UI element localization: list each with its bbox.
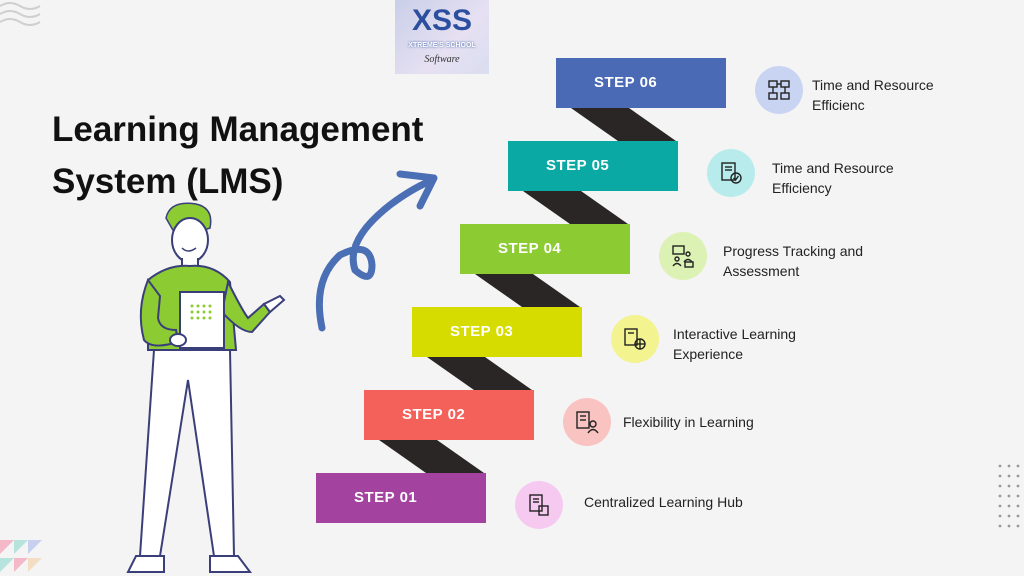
dot — [1007, 464, 1011, 468]
step-01-description: Centralized Learning Hub — [584, 494, 743, 510]
dot — [998, 494, 1002, 498]
step-04-description: Progress Tracking and Assessment — [723, 243, 864, 279]
logo: XSS XTREME'S SCHOOL Software — [395, 0, 489, 74]
dot — [998, 464, 1002, 468]
step-05-description: Time and Resource Efficiency — [772, 160, 894, 196]
dot — [1016, 504, 1020, 508]
step-01-bar: STEP 01 — [316, 473, 486, 523]
stair-connector — [571, 108, 676, 141]
dot — [1016, 464, 1020, 468]
logo-mark: XSS — [411, 4, 473, 37]
presentation-users-icon — [659, 232, 707, 280]
step-06-description: Time and Resource Efficienc — [812, 77, 934, 113]
step-03-description: Interactive Learning Experience — [673, 326, 796, 362]
step-02-bar: STEP 02 — [364, 390, 534, 440]
step-06-bar: STEP 06 — [556, 58, 726, 108]
step-05-label: STEP 05 — [546, 157, 610, 174]
triangle-decoration — [0, 540, 42, 572]
title-line1: Learning Management — [52, 110, 424, 149]
dot — [1016, 514, 1020, 518]
wave-decoration — [0, 2, 41, 26]
dot — [1007, 524, 1011, 528]
document-check-icon — [707, 149, 755, 197]
stair-connector — [379, 440, 484, 473]
dot — [998, 504, 1002, 508]
devices-network-icon — [755, 66, 803, 114]
logo-line1: XTREME'S SCHOOL — [408, 42, 476, 49]
page-title: Learning Management System (LMS) — [52, 104, 423, 208]
person-illustration — [126, 202, 286, 573]
dot — [1007, 484, 1011, 488]
dots-decoration — [998, 464, 1020, 528]
dot — [1016, 494, 1020, 498]
curved-arrow-icon — [315, 170, 438, 332]
logo-line2: Software — [424, 54, 460, 65]
document-box-icon — [515, 481, 563, 529]
step-01-label: STEP 01 — [354, 489, 418, 506]
dot — [1007, 504, 1011, 508]
step-02-description: Flexibility in Learning — [623, 414, 754, 430]
document-globe-icon — [611, 315, 659, 363]
stair-connector — [523, 191, 628, 224]
step-05-bar: STEP 05 — [508, 141, 678, 191]
step-02-label: STEP 02 — [402, 406, 466, 423]
dot — [998, 484, 1002, 488]
stair-connector — [475, 274, 580, 307]
step-03-bar: STEP 03 — [412, 307, 582, 357]
step-04-bar: STEP 04 — [460, 224, 630, 274]
dot — [1007, 474, 1011, 478]
dot — [1016, 484, 1020, 488]
step-06-label: STEP 06 — [594, 74, 658, 91]
dot — [998, 524, 1002, 528]
dot — [1016, 524, 1020, 528]
step-03-label: STEP 03 — [450, 323, 514, 340]
dot — [1016, 474, 1020, 478]
dot — [1007, 514, 1011, 518]
document-user-icon — [563, 398, 611, 446]
stair-connector — [427, 357, 532, 390]
dot — [1007, 494, 1011, 498]
title-line2: System (LMS) — [52, 162, 284, 201]
dot — [998, 474, 1002, 478]
dot — [998, 514, 1002, 518]
step-04-label: STEP 04 — [498, 240, 562, 257]
